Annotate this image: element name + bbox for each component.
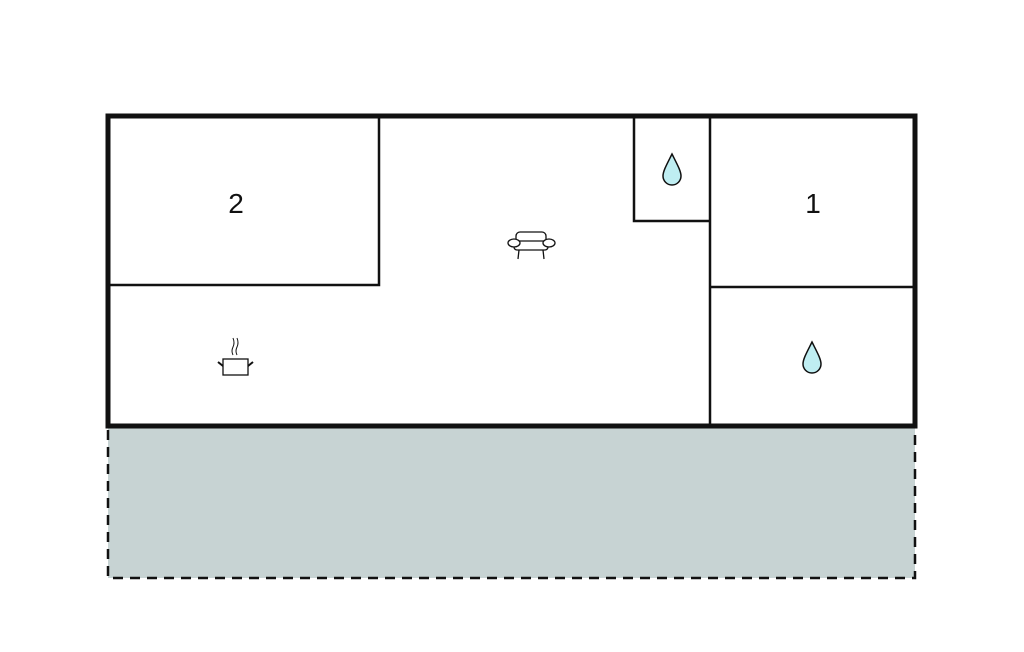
sofa-icon [507, 231, 556, 260]
house-floor [108, 116, 915, 426]
water-drop-icon [662, 152, 682, 186]
bedroom-1-label: 1 [805, 188, 821, 219]
bedroom-2-wall [108, 116, 381, 287]
cooking-pot-icon [217, 337, 254, 376]
bathroom-small-wall [632, 116, 710, 223]
terrace [106, 424, 917, 580]
outer-walls [105, 113, 918, 429]
water-drop-icon [802, 340, 822, 374]
interior-walls [108, 116, 915, 426]
bedroom-2-label: 2 [228, 188, 244, 219]
